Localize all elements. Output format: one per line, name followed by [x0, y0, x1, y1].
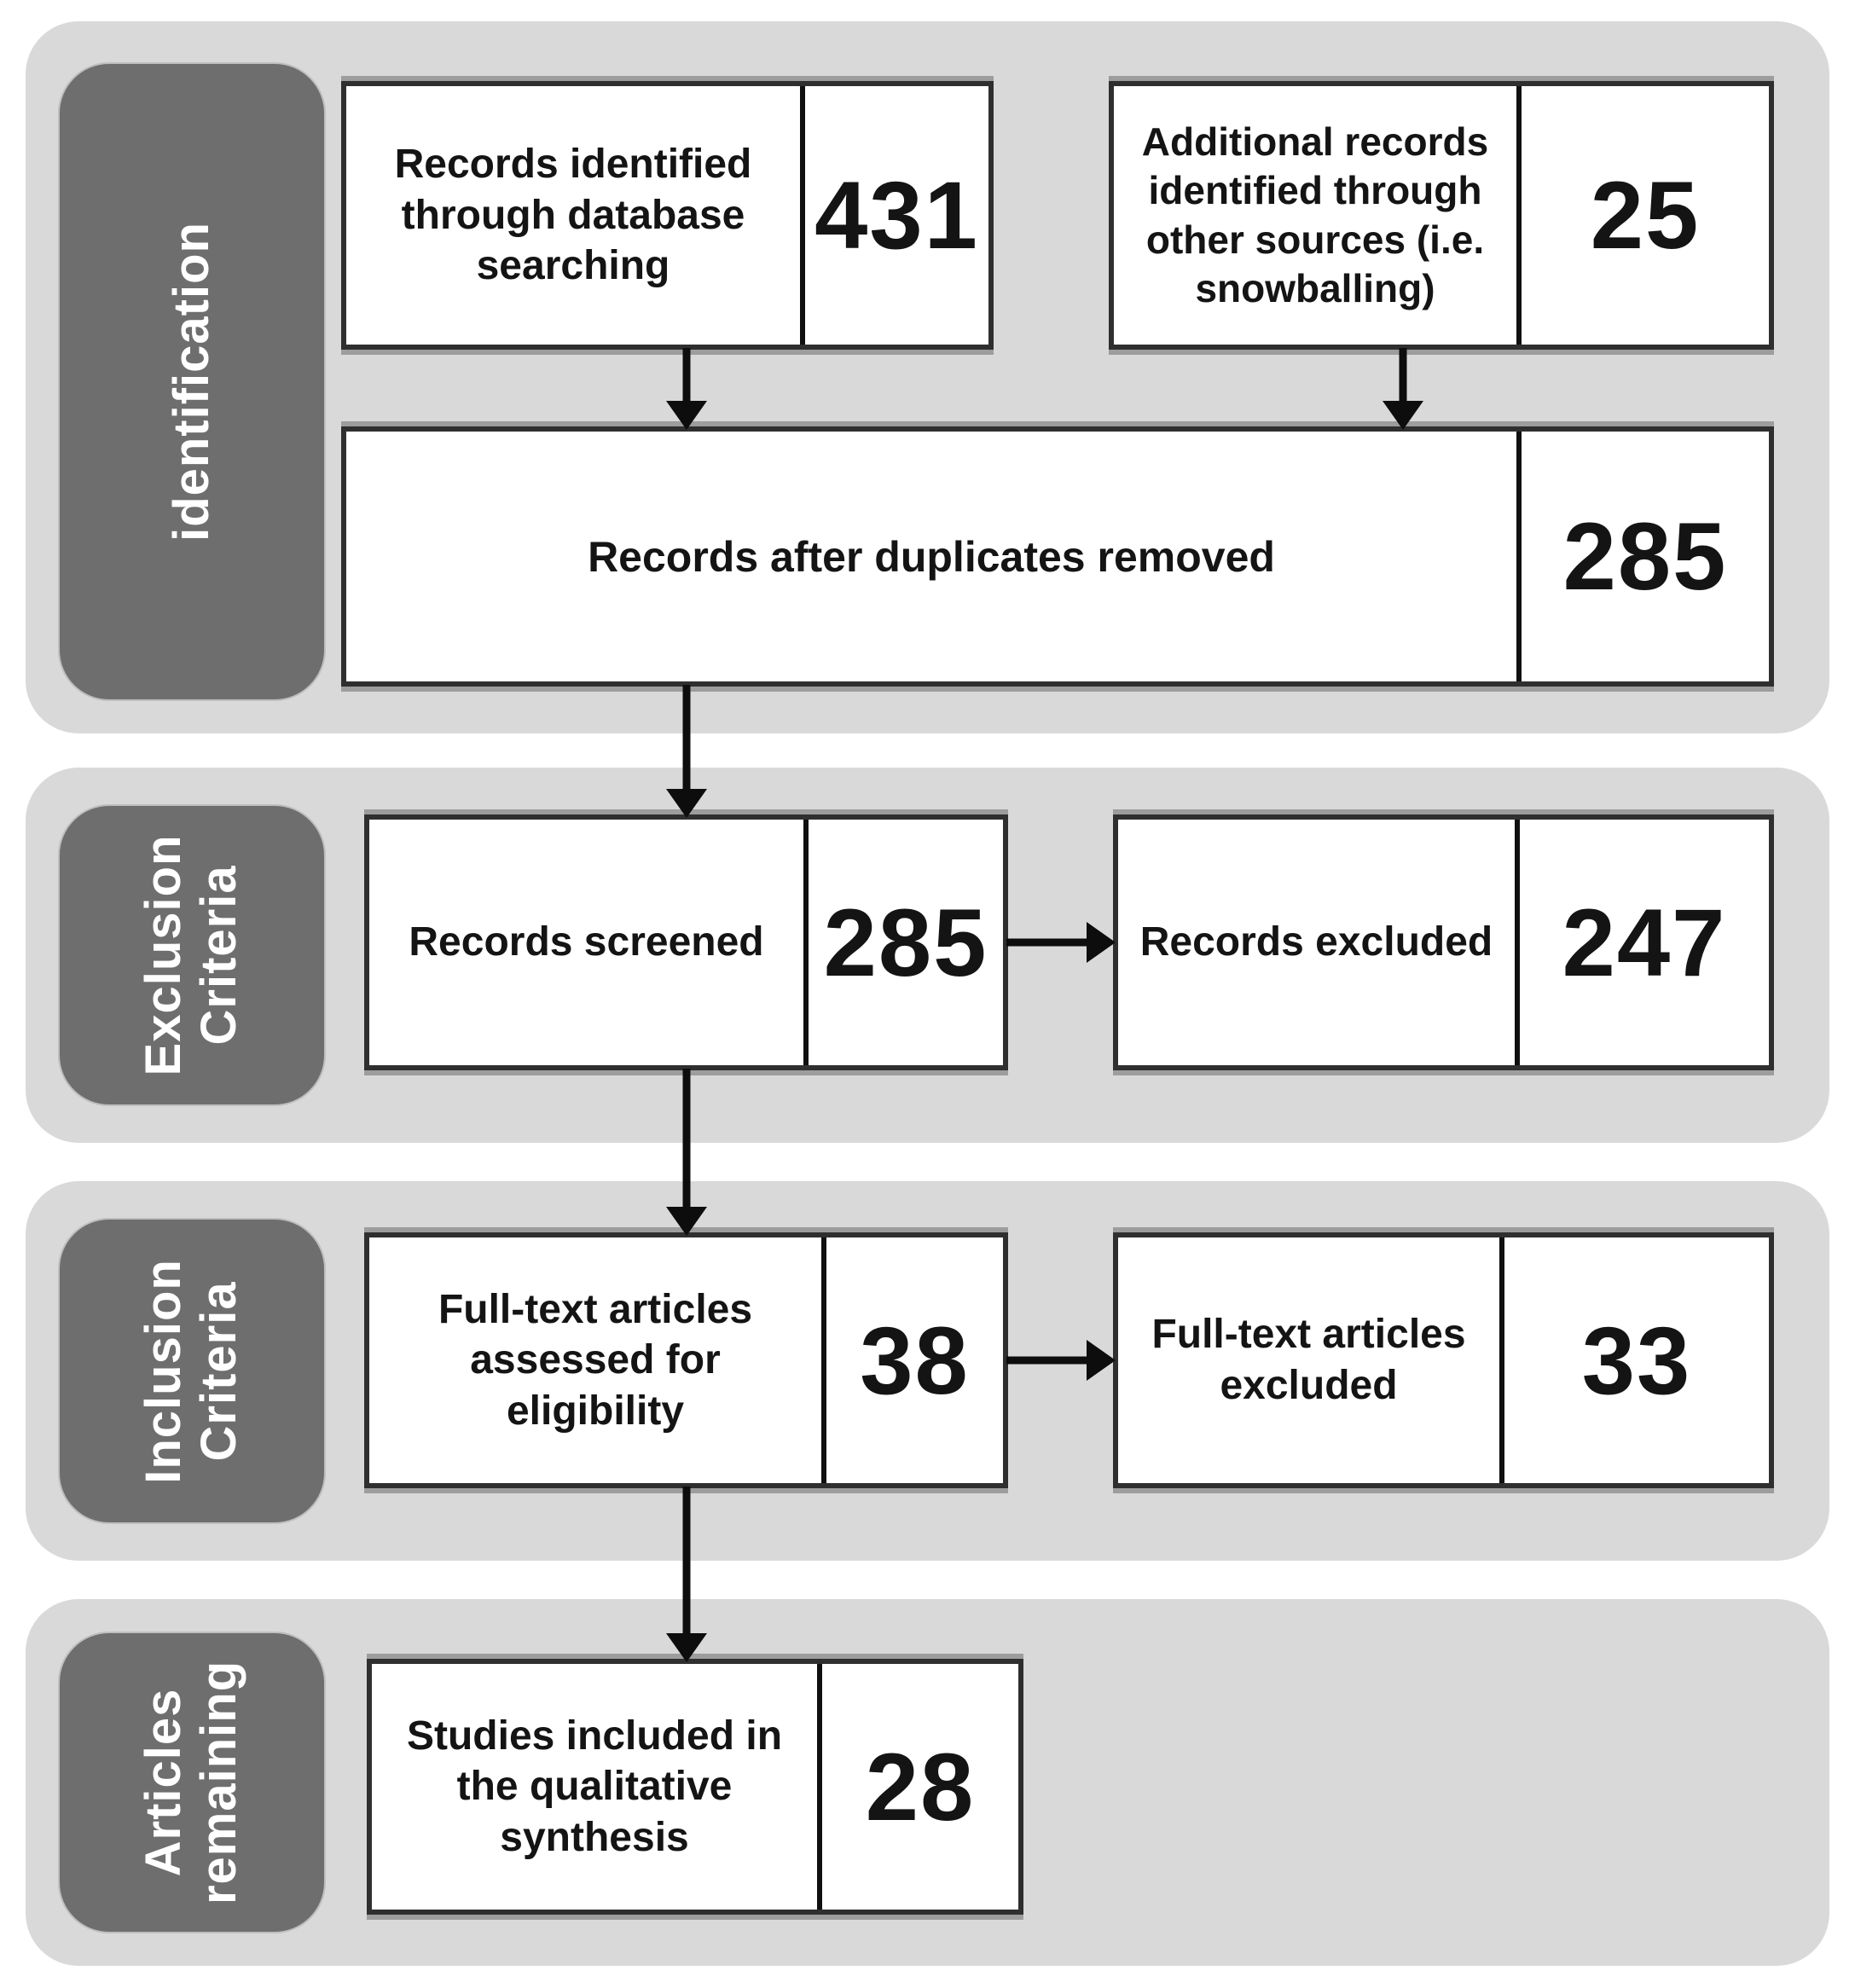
box-fulltext-excluded-count: 33 — [1581, 1307, 1692, 1414]
box-fulltext-assessed-count: 38 — [860, 1307, 970, 1414]
box-records-excluded-count: 247 — [1562, 889, 1727, 996]
box-records-excluded-label: Records excluded — [1118, 820, 1520, 1065]
box-fulltext-assessed: Full-text articles assessed for eligibil… — [364, 1232, 1008, 1488]
stage-label-exclusion-criteria: Exclusion Criteria — [136, 834, 246, 1076]
box-records-identified-label: Records identified through database sear… — [346, 86, 805, 345]
box-studies-included: Studies included in the qualitative synt… — [367, 1659, 1023, 1915]
arrow-right-assessed-to-excluded — [1006, 1340, 1116, 1381]
box-fulltext-excluded: Full-text articles excluded 33 — [1113, 1232, 1774, 1488]
arrow-right-screened-to-excluded — [1006, 922, 1116, 963]
box-after-duplicates-label: Records after duplicates removed — [346, 432, 1522, 681]
box-fulltext-assessed-label: Full-text articles assessed for eligibil… — [369, 1237, 826, 1483]
box-records-screened-label: Records screened — [369, 820, 809, 1065]
box-records-identified-count: 431 — [814, 162, 979, 269]
box-additional-records-label: Additional records identified through ot… — [1114, 86, 1522, 345]
arrow-down-other-to-duplicates — [1383, 348, 1423, 430]
arrow-down-duplicates-to-screened — [666, 685, 707, 818]
stage-pill-identification: identification — [60, 64, 324, 699]
stage-label-identification: identification — [163, 222, 219, 542]
stage-pill-exclusion-criteria: Exclusion Criteria — [60, 806, 324, 1104]
box-additional-records: Additional records identified through ot… — [1109, 81, 1774, 350]
box-records-screened: Records screened 285 — [364, 814, 1008, 1070]
box-records-excluded: Records excluded 247 — [1113, 814, 1774, 1070]
box-records-identified: Records identified through database sear… — [341, 81, 994, 350]
arrow-down-db-to-duplicates — [666, 348, 707, 430]
box-studies-included-count: 28 — [865, 1733, 976, 1840]
stage-pill-articles-remaining: Articles remaining — [60, 1633, 324, 1932]
box-after-duplicates: Records after duplicates removed 285 — [341, 426, 1774, 687]
stage-pill-inclusion-criteria: Inclusion Criteria — [60, 1220, 324, 1522]
box-fulltext-excluded-label: Full-text articles excluded — [1118, 1237, 1504, 1483]
arrow-down-screened-to-fulltext — [666, 1069, 707, 1236]
stage-label-articles-remaining: Articles remaining — [136, 1660, 246, 1905]
box-studies-included-label: Studies included in the qualitative synt… — [372, 1664, 822, 1910]
box-records-screened-count: 285 — [823, 889, 988, 996]
box-after-duplicates-count: 285 — [1562, 503, 1728, 610]
box-additional-records-count: 25 — [1590, 162, 1701, 269]
stage-label-inclusion-criteria: Inclusion Criteria — [136, 1258, 246, 1484]
arrow-down-fulltext-to-included — [666, 1487, 707, 1662]
